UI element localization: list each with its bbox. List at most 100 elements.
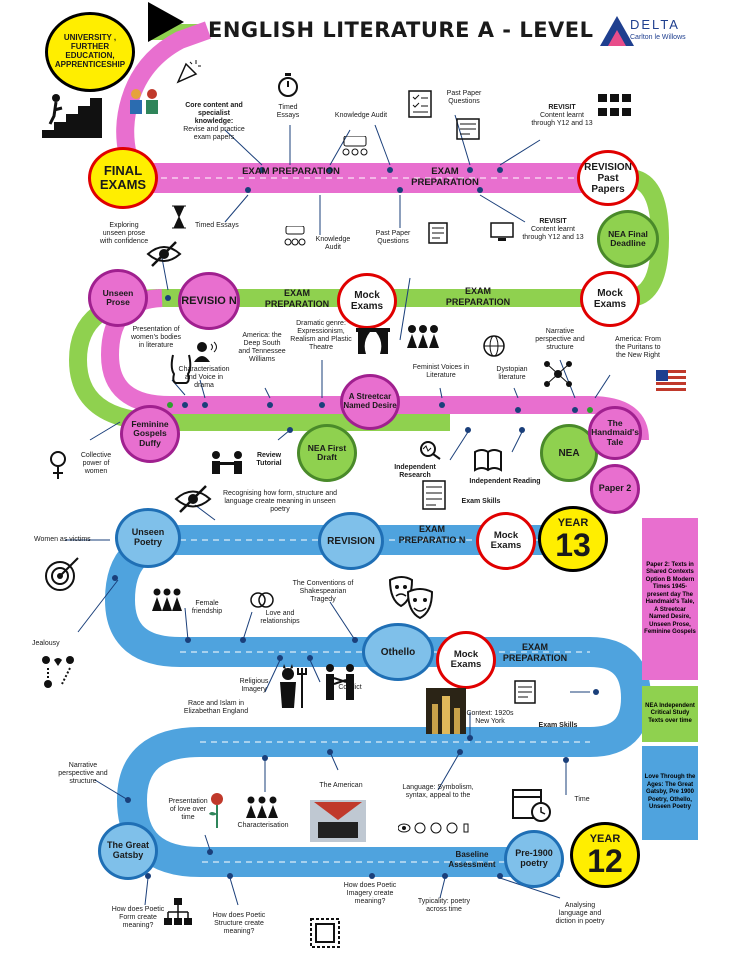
annotation-women-victims: Women as victims [34,536,91,543]
annotation-feminist-voices: Feminist Voices in Literature [412,364,470,380]
devil-icon [280,664,307,708]
road-label-exam-prep-1: EXAM PREPARATION [242,166,340,177]
great-gatsby-node: The Great Gatsby [98,822,158,880]
delta-triangle-icon [600,16,634,46]
exam-sheet-icon [428,222,448,244]
exam-sheet-icon [514,680,536,704]
blocks-icon [598,94,631,116]
road-label-exam-prep-3: EXAM PREPARATION [264,288,330,309]
mock-exams-node-3: Mock Exams [476,512,536,570]
annotation-narrative-top: Narrative perspective and structure [535,328,585,352]
revisit-mid-body: Content learnt through Y12 and 13 [522,226,584,242]
connector-lines [65,114,611,906]
nea-side-box: NEA Independent Critical Study Texts ove… [642,686,698,742]
road-label-exam-prep-6: EXAM PREPARATION [502,642,568,663]
logo-name: DELTA [630,17,680,32]
green-dots [167,402,593,413]
annotation-race-islam: Race and Islam in Elizabethan England [183,700,249,716]
year12-label: YEAR [589,832,621,845]
annotation-characterisation: Characterisation [237,822,289,829]
nea-final-deadline-node: NEA Final Deadline [597,210,659,268]
people-celebrating-icon [130,89,158,114]
rose-icon [209,793,223,828]
annotation-timed-essays-mid: Timed Essays [195,222,239,229]
annotation-analysing-language: Analysing language and diction in poetry [555,902,605,926]
annotation-collective-power: Collective power of women [80,452,112,476]
annotation-exam-skills-bottom: Exam Skills [538,722,578,729]
annotation-independent-reading: Independent Reading [469,478,541,485]
road-label-exam-prep-4: EXAM PREPARATION [445,286,511,307]
jealousy-icon [42,656,74,688]
torso-icon [170,354,192,384]
annotation-love-relationships: Love and relationships [260,610,300,626]
year13-label: YEAR [557,516,589,529]
streetcar-node: A Streetcar Named Desire [340,374,400,430]
destination-circle: UNIVERSITY , FURTHER EDUCATION, APPRENTI… [45,12,135,92]
masks-icon [388,576,434,620]
checklist-icon [408,90,432,118]
us-flag-icon [656,370,686,392]
annotation-the-american: The American [319,782,363,789]
annotation-conventions-tragedy: The Conventions of Shakespearian Tragedy [292,580,354,604]
annotation-narrative-bottom: Narrative perspective and structure [58,762,108,786]
annotation-how-poetic-imagery: How does Poetic Imagery create meaning? [343,882,397,906]
eye-slash-icon [174,485,212,513]
road-label-baseline: Baseline Assessment [448,850,496,869]
feminine-gospels-node: Feminine Gospels Duffy [120,405,180,463]
year12-number: 12 [587,843,623,880]
annotation-typicality: Typicality: poetry across time [417,898,471,914]
city-icon [426,688,466,734]
annotation-recognising-form: Recognising how form, structure and lang… [223,490,337,514]
love-through-ages-side-box: Love Through the Ages: The Great Gatsby,… [642,746,698,840]
female-symbol-icon [50,451,66,479]
meeting-icon [212,451,242,474]
theatre-icon [356,328,390,354]
annotation-knowledge-audit-top: Knowledge Audit [334,112,388,119]
paper2-side-box: Paper 2: Texts in Shared Contexts Option… [642,518,698,680]
year13-badge: YEAR 13 [538,506,608,572]
start-arrow-icon [148,2,184,42]
exam-sheet-icon [456,118,480,140]
logo-subtitle: Carlton le Willows [630,34,686,41]
page-title: ENGLISH LITERATURE A - LEVEL [208,18,594,42]
open-book-icon [474,449,502,472]
paper2-node: Paper 2 [590,464,640,514]
annotation-exam-skills-top: Exam Skills [461,498,501,505]
annotation-independent-research: Independent Research [394,464,436,480]
eye-slash-icon [146,241,182,267]
network-icon [544,361,572,387]
calendar-clock-icon [512,789,551,822]
mock-exams-node-2: Mock Exams [580,271,640,327]
annotation-characterisation-voice: Characterisation and Voice in drama [178,366,230,390]
final-exams-circle: FINAL EXAMS [88,147,158,209]
exam-sheet-icon [422,480,446,510]
pre1900-node: Pre-1900 poetry [504,830,564,888]
revisit-top-body: Content learnt through Y12 and 13 [531,112,593,128]
annotation-past-paper-top: Past Paper Questions [446,90,482,106]
hourglass-icon [172,205,186,229]
target-icon [45,557,79,591]
speaking-head-icon [194,341,217,362]
annotation-review-tutorial: Review Tutorial [256,452,282,468]
delta-logo: DELTA Carlton le Willows [600,14,730,50]
annotation-how-poetic-form: How does Poetic Form create meaning? [111,906,165,930]
research-icon [420,441,441,460]
stairs-climber-icon [42,94,102,138]
annotation-jealousy: Jealousy [32,640,60,647]
annotation-presentation-bodies: Presentation of women's bodies in litera… [131,326,181,350]
revision-pink-node: REVISIO N [178,272,240,330]
party-icon [176,60,201,84]
core-content-title: Core content and specialist knowledge: [185,102,243,126]
stopwatch-icon [278,73,298,97]
globe-icon [483,335,505,357]
hierarchy-icon [164,898,192,925]
mock-exams-node-4: Mock Exams [436,631,496,689]
othello-node: Othello [362,623,434,681]
unseen-poetry-node: Unseen Poetry [115,508,181,568]
annotation-timed-essays-top: Timed Essays [276,104,300,120]
computer-book-icon [490,222,514,241]
annotation-time: Time [574,796,590,803]
annotation-how-poetic-structure: How does Poetic Structure create meaning… [212,912,266,936]
annotation-america-deep-south: America: the Deep South and Tennessee Wi… [238,332,286,364]
road-label-exam-prep-2: EXAM PREPARATION [411,166,479,189]
